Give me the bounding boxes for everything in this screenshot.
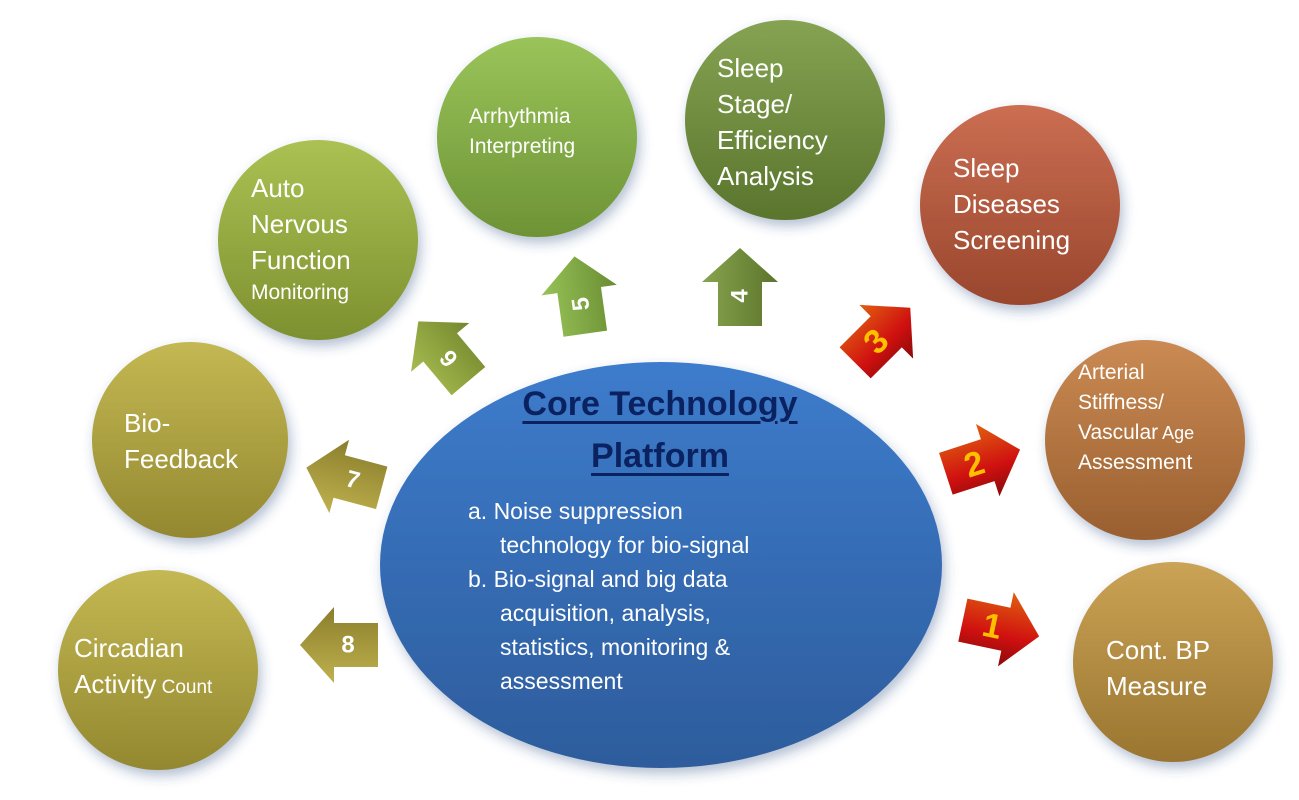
arrow-7: 7 [306, 439, 388, 514]
node-label-line: Sleep [953, 153, 1020, 183]
node-circle-bio-feedback [92, 342, 288, 538]
core-title-line1: Core Technology [522, 385, 798, 423]
arrow-shape [541, 256, 617, 337]
arrow-shape [839, 304, 914, 379]
arrow-shape [306, 439, 388, 514]
core-item-b-cont: assessment [500, 668, 623, 694]
node-circle-circadian [58, 570, 258, 770]
node-label-line: Nervous [251, 209, 348, 239]
node-label-line: Bio- [124, 408, 171, 438]
arrow-1: 1 [958, 592, 1040, 667]
arrow-shape [958, 592, 1040, 667]
node-circle-arterial [1045, 340, 1245, 540]
core-item-a-cont: technology for bio-signal [500, 532, 750, 558]
node-label-line: Auto [251, 173, 305, 203]
node-label-line: Measure [1106, 671, 1208, 701]
node-circle-sleep-stage [685, 20, 885, 220]
node-label-line: Function [251, 245, 351, 275]
core-item-b-cont: statistics, monitoring & [500, 634, 731, 660]
node-label-line: Feedback [124, 444, 239, 474]
node-label-cont-bp: Cont. BP Measure [1106, 632, 1210, 704]
arrow-2: 2 [939, 424, 1021, 497]
core-capabilities-list: a. Noise suppression technology for bio-… [430, 494, 890, 698]
core-item-b: b. Bio-signal and big data [468, 566, 728, 592]
arrow-shape [300, 607, 378, 683]
node-label-line: Stage/ [717, 89, 793, 119]
node-label-line: Sleep [717, 53, 784, 83]
arrow-number: 4 [727, 289, 754, 303]
core-title: Core Technology Platform [430, 378, 890, 482]
node-circle-sleep-diseases [920, 105, 1120, 305]
node-label-line: Interpreting [469, 135, 576, 158]
node-label-bio-feedback: Bio- Feedback [124, 405, 238, 477]
node-label-line: Screening [953, 225, 1071, 255]
arrow-5: 5 [541, 256, 617, 337]
node-circle-arrhythmia [437, 37, 637, 237]
core-platform-ellipse [380, 362, 942, 768]
node-circle-cont-bp [1073, 562, 1273, 762]
node-circle-auto-nervous [218, 140, 418, 340]
node-label-line: Circadian [74, 633, 184, 663]
arrow-shape [702, 248, 778, 326]
core-title-line2: Platform [591, 437, 729, 475]
node-label-line: Diseases [953, 189, 1060, 219]
node-label-line: Vascular Age [1078, 421, 1195, 444]
node-label-line: Arterial [1078, 361, 1145, 384]
arrow-number: 8 [341, 632, 354, 659]
arrow-6: 6 [411, 321, 486, 396]
node-label-line: Cont. BP [1106, 635, 1211, 665]
arrow-shape [939, 424, 1021, 497]
node-label-line: Monitoring [251, 281, 350, 304]
core-item-b-cont: acquisition, analysis, [500, 600, 711, 626]
arrow-8: 8 [300, 607, 378, 683]
node-label-line: Assessment [1078, 451, 1193, 474]
node-label-line: Analysis [717, 161, 814, 191]
arrow-shape [411, 321, 486, 396]
arrow-3: 3 [839, 304, 914, 379]
node-label-line: Activity Count [74, 669, 213, 699]
node-label-line: Stiffness/ [1078, 391, 1164, 414]
core-item-a: a. Noise suppression [468, 498, 683, 524]
arrow-4: 4 [702, 248, 778, 326]
arrow-number: 5 [567, 295, 596, 312]
node-label-line: Arrhythmia [469, 105, 571, 128]
core-platform: Core Technology Platform a. Noise suppre… [430, 378, 890, 698]
node-label-line: Efficiency [717, 125, 828, 155]
